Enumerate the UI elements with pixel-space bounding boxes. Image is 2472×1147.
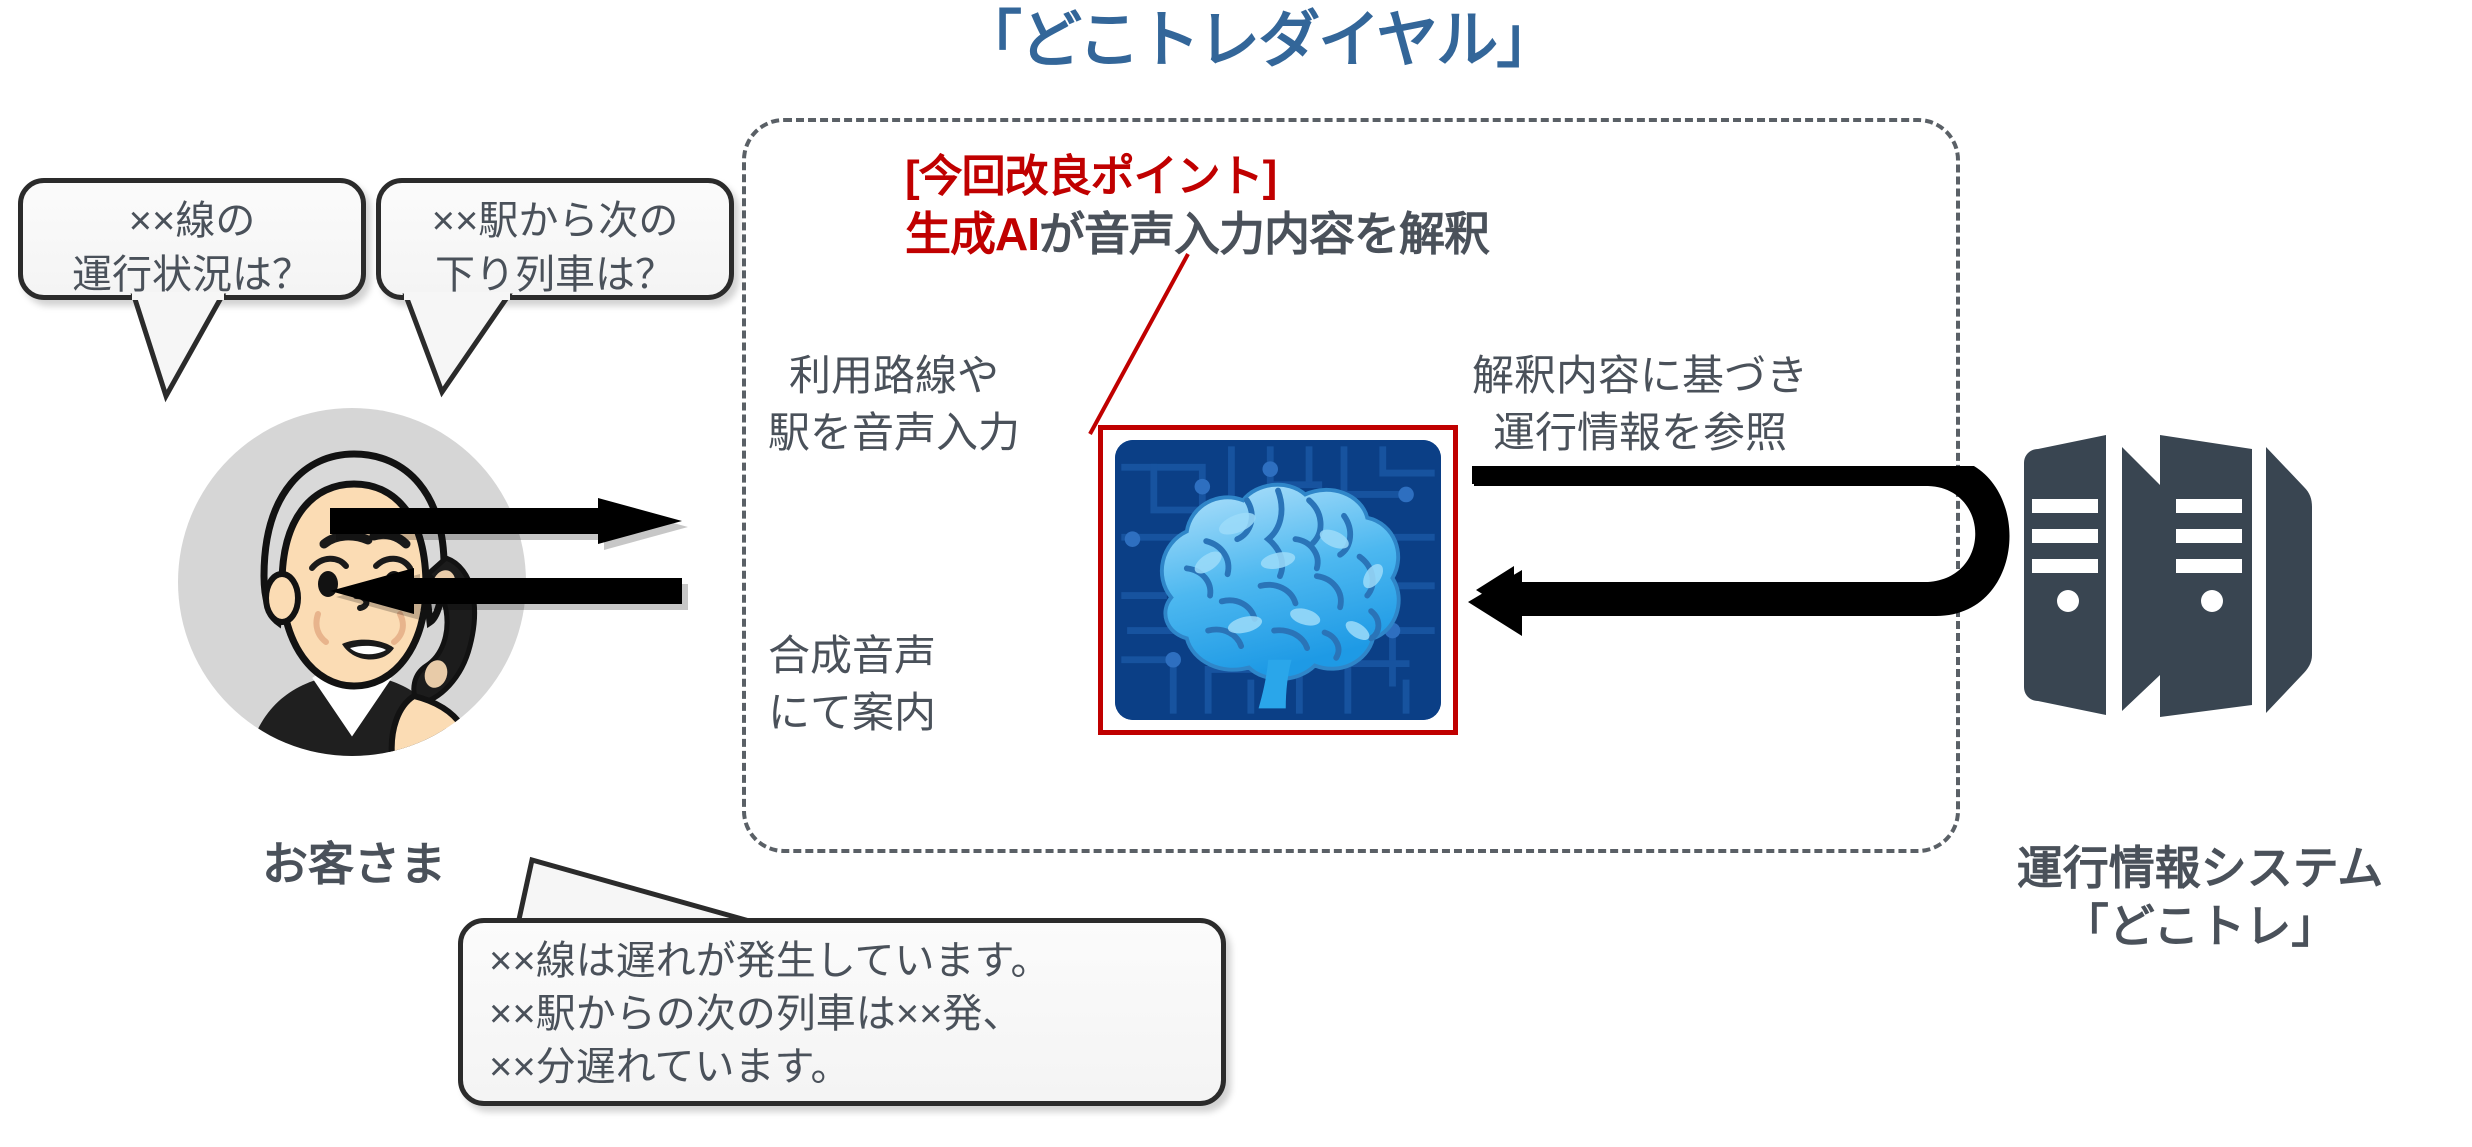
customer-question-bubble-2: ××駅から次の 下り列車は？: [376, 178, 734, 300]
improvement-highlight: 生成AI: [905, 208, 1040, 260]
bubble-1-tail: [130, 292, 227, 403]
generative-ai-figure: [1098, 425, 1458, 735]
bubble-1-line-1: ××線の: [128, 199, 256, 243]
arrow-ai-to-ops-system: [1468, 466, 2010, 636]
answer-line-1: ××線は遅れが発生しています。: [489, 939, 1051, 983]
flow-label-synthetic-voice: 合成音声 にて案内: [768, 628, 936, 741]
improvement-tag: [今回改良ポイント]: [905, 152, 1277, 201]
answer-line-3: ××分遅れています。: [489, 1045, 851, 1090]
customer-avatar: [178, 408, 526, 756]
page-title: 「どこトレダイヤル」: [960, 6, 1558, 75]
ops-label-line-2: 「どこトレ」: [2062, 899, 2338, 952]
flow-input-line-1: 利用路線や: [789, 352, 1000, 399]
flow-label-reference: 解釈内容に基づき 運行情報を参照: [1472, 348, 1808, 461]
bubble-2-line-1: ××駅から次の: [431, 199, 679, 243]
answer-line-2: ××駅からの次の列車は××発、: [489, 992, 1023, 1037]
bubble-2-tail: [402, 292, 513, 398]
ops-system-server: [1994, 425, 2324, 725]
ops-label-line-1: 運行情報システム: [2016, 842, 2384, 894]
flow-ref-line-2: 運行情報を参照: [1493, 408, 1788, 456]
bubble-1-line-2: 運行状況は？: [72, 252, 312, 297]
flow-label-voice-input: 利用路線や 駅を音声入力: [768, 348, 1020, 461]
ops-system-label: 運行情報システム 「どこトレ」: [1930, 840, 2470, 955]
improvement-leader-line: [1088, 253, 1190, 435]
arrow-customer-to-ai: [330, 498, 688, 550]
improvement-headline: 生成AIが音声入力内容を解釈: [905, 198, 1490, 264]
flow-tts-line-2: にて案内: [768, 688, 937, 736]
customer-question-bubble-1: ××線の 運行状況は？: [18, 178, 366, 300]
arrow-ai-to-customer: [330, 568, 688, 620]
system-answer-bubble: ××線は遅れが発生しています。 ××駅からの次の列車は××発、 ××分遅れていま…: [458, 918, 1226, 1106]
bubble-2-line-2: 下り列車は？: [435, 252, 675, 297]
flow-ref-line-1: 解釈内容に基づき: [1472, 352, 1809, 399]
elderly-person-on-phone-icon: [248, 450, 477, 756]
flow-tts-line-1: 合成音声: [768, 632, 937, 679]
server-rack-icon: [2024, 435, 2312, 717]
customer-label: お客さま: [262, 838, 446, 890]
brain-circuit-icon: [1115, 440, 1441, 720]
improvement-rest: が音声入力内容を解釈: [1039, 208, 1490, 260]
flow-input-line-2: 駅を音声入力: [768, 408, 1021, 456]
